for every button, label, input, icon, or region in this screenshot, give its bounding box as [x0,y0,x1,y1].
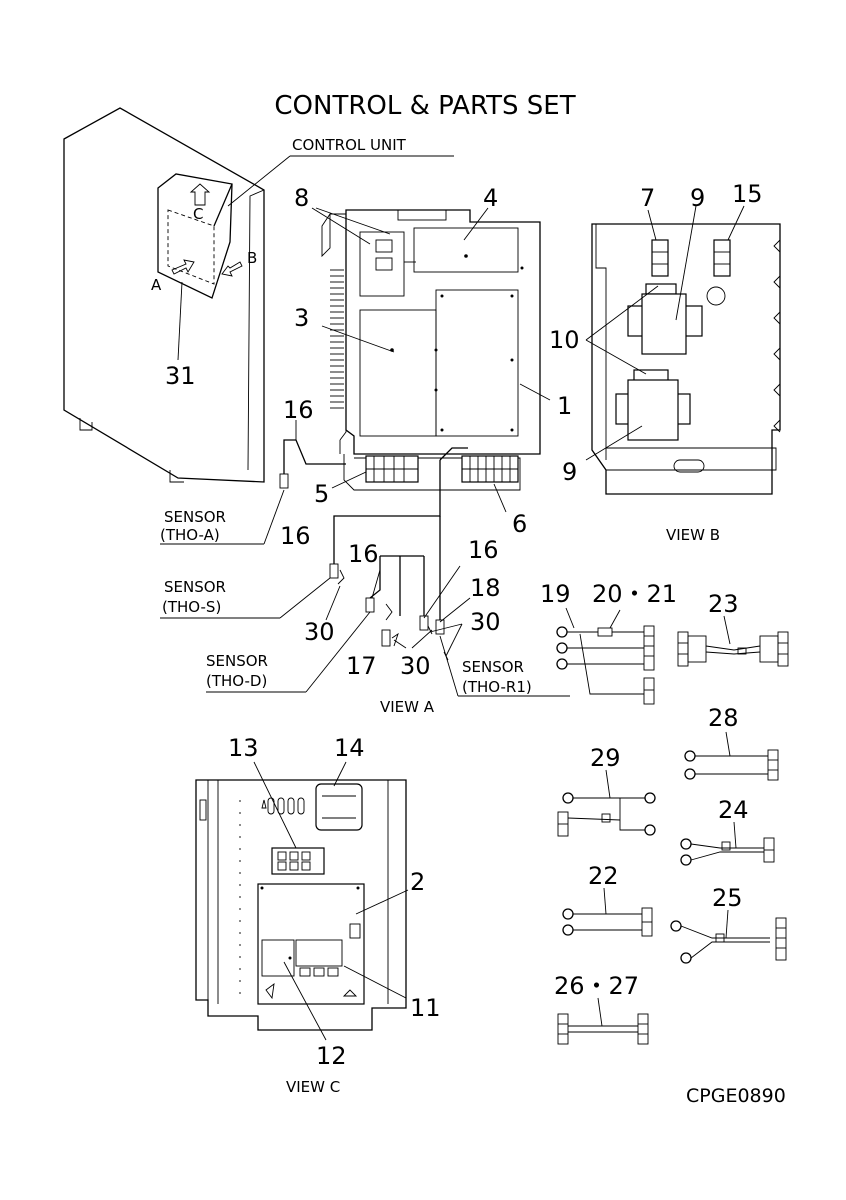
view-b-label: VIEW B [666,526,720,544]
part-number-9-b: 9 [562,458,577,486]
part-number-18: 18 [470,574,501,602]
harness-25 [670,909,787,964]
terminal-block-6 [461,455,519,483]
sensor-tho-s-line2: (THO-S) [162,598,221,616]
sensor-tho-a-line2: (THO-A) [160,526,220,544]
part-number-25: 25 [712,884,743,912]
part-number-8: 8 [294,184,309,212]
part-number-9-a: 9 [690,184,705,212]
part-number-16-b: 16 [280,522,311,550]
sensor-wiring [279,439,468,661]
transformer-14 [315,783,363,831]
sensor-tho-s-line1: SENSOR [164,578,226,596]
sensor-tho-r1-line2: (THO-R1) [462,678,532,696]
drawing-code: CPGE0890 [686,1085,786,1107]
control-unit-inset [157,155,454,361]
part-number-16-c: 16 [348,540,379,568]
part-number-13: 13 [228,734,259,762]
terminal-block-5 [365,455,419,483]
sensor-tho-a-line1: SENSOR [164,508,226,526]
transformer-9-lower [615,369,691,441]
leader-lines-view-b [585,205,745,461]
heat-sink-fins [330,269,344,409]
part-number-30-b: 30 [470,608,501,636]
part-number-16-a: 16 [283,396,314,424]
part-number-4: 4 [483,184,498,212]
terminal-block-13 [271,847,325,875]
arrow-label-c: C [193,205,203,223]
part-number-11: 11 [410,994,441,1022]
part-number-7: 7 [640,184,655,212]
part-number-26-27: 26・27 [554,972,639,1000]
part-number-1: 1 [557,392,572,420]
harness-19-20-21 [556,607,655,705]
part-number-29: 29 [590,744,621,772]
view-b-panel [591,223,781,495]
part-number-14: 14 [334,734,365,762]
sensor-tho-r1-line1: SENSOR [462,658,524,676]
sensor-tho-d-line1: SENSOR [206,652,268,670]
harness-28 [684,731,779,781]
view-a-label: VIEW A [380,698,435,716]
view-c-label: VIEW C [286,1078,340,1096]
outdoor-unit-cabinet [63,107,265,483]
leader-lines-view-c [253,761,409,1041]
harness-29 [557,769,656,837]
part-number-30-c: 30 [400,652,431,680]
part-number-23: 23 [708,590,739,618]
view-c-panel [195,779,407,1031]
leader-lines-view-a [160,207,570,697]
part-number-22: 22 [588,862,619,890]
part-number-30-a: 30 [304,618,335,646]
terminal-block-7 [651,239,669,277]
harness-23 [677,615,789,667]
diagram-title: CONTROL & PARTS SET [274,91,575,121]
part-number-19: 19 [540,580,571,608]
part-number-5: 5 [314,480,329,508]
control-unit-label: CONTROL UNIT [292,136,407,154]
arrow-label-b: B [247,249,257,267]
view-a-control-box [321,209,541,491]
harness-22 [562,887,653,937]
arrow-label-a: A [151,276,162,294]
part-number-31: 31 [165,362,196,390]
part-number-17: 17 [346,652,377,680]
part-number-28: 28 [708,704,739,732]
harness-24 [680,821,775,866]
sensor-tho-d-line2: (THO-D) [206,672,267,690]
part-number-3: 3 [294,304,309,332]
part-number-20-21: 20・21 [592,580,677,608]
part-number-16-d: 16 [468,536,499,564]
part-number-2: 2 [410,868,425,896]
part-number-6: 6 [512,510,527,538]
transformer-9-upper [627,283,703,355]
part-number-10: 10 [549,326,580,354]
part-number-24: 24 [718,796,749,824]
terminal-block-15 [713,239,731,277]
pcb-board-2 [257,883,365,1005]
part-number-15: 15 [732,180,763,208]
harness-26-27 [557,997,649,1045]
part-number-12: 12 [316,1042,347,1070]
